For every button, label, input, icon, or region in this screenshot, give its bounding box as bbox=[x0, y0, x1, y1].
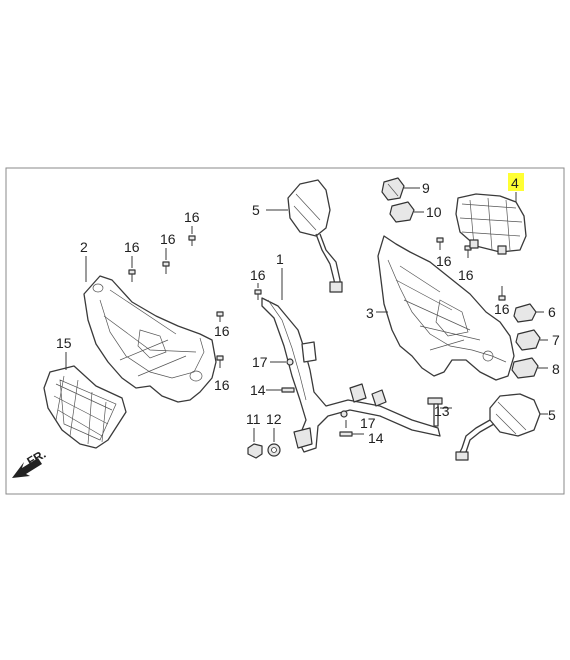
part-9-switch[interactable] bbox=[381, 177, 405, 201]
callout-10: 10 bbox=[426, 204, 442, 220]
bolt-14-b[interactable] bbox=[339, 431, 353, 437]
callout-8: 8 bbox=[552, 361, 560, 377]
callout-16-h: 16 bbox=[458, 267, 474, 283]
callout-16-f: 16 bbox=[250, 267, 266, 283]
callout-4: 4 bbox=[511, 175, 519, 191]
part-6-switch[interactable] bbox=[513, 303, 537, 323]
part-3-rear-handle-cover[interactable] bbox=[377, 235, 515, 381]
callout-16-i: 16 bbox=[494, 301, 510, 317]
clip-17-b[interactable] bbox=[340, 410, 348, 418]
bolt-14-a[interactable] bbox=[281, 387, 295, 393]
part-2-front-handle-cover[interactable] bbox=[83, 275, 217, 403]
highlight-4 bbox=[508, 173, 524, 191]
screw-16-d[interactable] bbox=[216, 311, 224, 322]
screw-16-f[interactable] bbox=[254, 289, 262, 300]
callout-16-c: 16 bbox=[184, 209, 200, 225]
screw-16-b[interactable] bbox=[162, 261, 170, 274]
callout-11: 11 bbox=[246, 411, 261, 427]
washer-12[interactable] bbox=[267, 443, 281, 457]
bolt-13[interactable] bbox=[427, 397, 443, 427]
callout-5-b: 5 bbox=[548, 407, 556, 423]
diagram-frame bbox=[5, 167, 565, 495]
part-7-switch[interactable] bbox=[515, 329, 541, 351]
callout-16-d: 16 bbox=[214, 323, 230, 339]
clip-17-a[interactable] bbox=[286, 358, 294, 366]
screw-16-c[interactable] bbox=[188, 235, 196, 246]
callout-16-e: 16 bbox=[214, 377, 230, 393]
callout-12: 12 bbox=[266, 411, 282, 427]
screw-16-a[interactable] bbox=[128, 269, 136, 282]
nut-11[interactable] bbox=[247, 443, 263, 459]
callout-13: 13 bbox=[434, 403, 450, 419]
callout-16-a: 16 bbox=[124, 239, 140, 255]
callout-17-a: 17 bbox=[252, 354, 268, 370]
callout-2: 2 bbox=[80, 239, 88, 255]
callout-17-b: 17 bbox=[360, 415, 376, 431]
part-5-right-mirror[interactable] bbox=[455, 393, 541, 461]
callout-15: 15 bbox=[56, 335, 72, 351]
callout-14-b: 14 bbox=[368, 430, 384, 446]
screw-16-e[interactable] bbox=[216, 355, 224, 368]
part-15-visor[interactable] bbox=[43, 365, 127, 449]
callout-16-b: 16 bbox=[160, 231, 176, 247]
callout-16-g: 16 bbox=[436, 253, 452, 269]
callout-6: 6 bbox=[548, 304, 556, 320]
screw-16-g[interactable] bbox=[436, 237, 444, 250]
part-1-handlebar[interactable] bbox=[261, 297, 441, 453]
part-4-meter[interactable] bbox=[455, 193, 527, 255]
callout-9: 9 bbox=[422, 180, 430, 196]
screw-16-i[interactable] bbox=[498, 286, 506, 301]
callout-1: 1 bbox=[276, 251, 284, 267]
front-direction-arrow: FR. bbox=[12, 447, 48, 478]
part-8-switch[interactable] bbox=[511, 357, 539, 379]
callout-7: 7 bbox=[552, 332, 560, 348]
callout-5-a: 5 bbox=[252, 202, 260, 218]
callout-14-a: 14 bbox=[250, 382, 266, 398]
part-5-left-mirror[interactable] bbox=[287, 179, 343, 293]
callout-3: 3 bbox=[366, 305, 374, 321]
part-10-switch[interactable] bbox=[389, 201, 415, 223]
